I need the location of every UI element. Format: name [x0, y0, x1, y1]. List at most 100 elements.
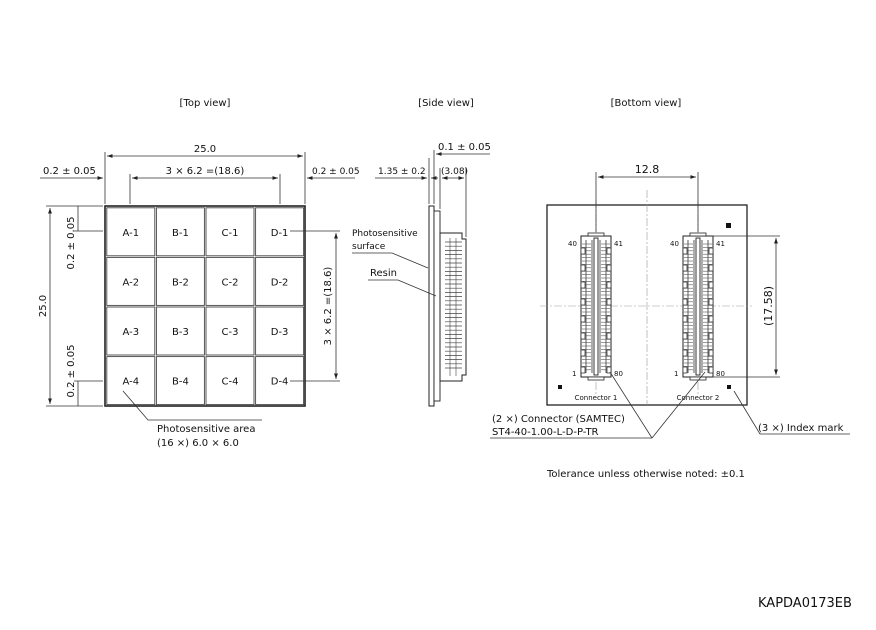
c2-pin-1: 1: [674, 370, 678, 378]
pitch-v-label: 3 × 6.2 =(18.6): [323, 267, 334, 346]
photosensitive-surface-label-1: Photosensitive: [352, 229, 418, 239]
index-mark-icon: [727, 385, 731, 389]
connector-latch: [580, 332, 586, 340]
bottom-height-label: (17.58): [762, 286, 775, 326]
pitch-h-label: 3 × 6.2 =(18.6): [166, 166, 245, 177]
connector-latch: [682, 366, 688, 374]
area-leader: [122, 390, 262, 421]
area-label-1: Photosensitive area: [157, 424, 255, 435]
height-total-label: 25.0: [38, 295, 49, 317]
side-connector: [439, 232, 467, 382]
connector-end-tab: [689, 232, 707, 237]
pixel-cell: [255, 207, 305, 257]
pixel-cell: [255, 256, 305, 306]
margin-left-label: 0.2 ± 0.05: [43, 166, 96, 177]
connector-latch: [606, 349, 612, 357]
index-mark-icon: [558, 385, 562, 389]
connector-latch: [682, 281, 688, 289]
pixel-cell: [205, 256, 255, 306]
pixel-cell: [155, 356, 205, 406]
connector-latch: [606, 298, 612, 306]
bottom-view: 40 41 1 80 40 41 1 80 Connector 1 Connec…: [490, 163, 850, 439]
connector-latch: [708, 315, 714, 323]
photosensitive-surface-label-2: surface: [352, 242, 386, 252]
area-label-2: (16 ×) 6.0 × 6.0: [157, 438, 239, 449]
pixel-cell: [155, 306, 205, 356]
margin-bottom-label: 0.2 ± 0.05: [66, 345, 77, 398]
pixel-label: C-2: [222, 277, 239, 288]
tolerance-note: Tolerance unless otherwise noted: ±0.1: [546, 469, 745, 480]
connector-latch: [708, 366, 714, 374]
pixel-label: D-3: [271, 327, 289, 338]
top-view-title: [Top view]: [180, 98, 231, 109]
pixel-label: A-2: [123, 277, 140, 288]
drawing-code: KAPDA0173EB: [758, 596, 852, 611]
connector-latch: [708, 281, 714, 289]
connector-latch: [708, 264, 714, 272]
c1-pin-1: 1: [572, 370, 576, 378]
side-window: [428, 205, 435, 407]
pixel-label: C-1: [222, 228, 239, 239]
index-mark-leader: [733, 390, 850, 435]
connector-latch: [682, 298, 688, 306]
connector-latch: [682, 349, 688, 357]
pixel-cell: [255, 306, 305, 356]
connector-1-label: Connector 1: [575, 394, 618, 402]
resin-leader: [368, 279, 437, 297]
top-view-outline: [104, 205, 306, 407]
pixel-label: A-4: [123, 377, 140, 388]
index-mark-icon: [726, 223, 731, 228]
pixel-label: A-3: [123, 327, 140, 338]
surface-leader: [352, 252, 429, 269]
connector-2-body: [682, 232, 714, 381]
connector-latch: [682, 315, 688, 323]
pixel-label: D-2: [271, 277, 289, 288]
pixel-cell: [205, 306, 255, 356]
pixel-cell: [106, 256, 156, 306]
c1-pin-80: 80: [614, 370, 623, 378]
pixel-label: D-1: [271, 228, 289, 239]
connector-1-body: [580, 232, 612, 381]
connector-latch: [708, 349, 714, 357]
connector-label-2: ST4-40-1.00-L-D-P-TR: [492, 427, 599, 438]
connector-latch: [606, 281, 612, 289]
width-total-label: 25.0: [194, 144, 216, 155]
connector-center-bar: [695, 237, 701, 376]
pixel-label: C-3: [222, 327, 239, 338]
connector-latch: [580, 281, 586, 289]
spacing-label: 12.8: [635, 163, 660, 176]
connector-2-label: Connector 2: [677, 394, 720, 402]
c1-pin-40: 40: [568, 240, 577, 248]
connector-latch: [580, 298, 586, 306]
margin-top-label: 0.2 ± 0.05: [66, 217, 77, 270]
connector-latch: [708, 332, 714, 340]
side-connector-teeth: [445, 238, 462, 376]
resin-label: Resin: [370, 268, 397, 279]
pixel-label: D-4: [271, 377, 289, 388]
connector-latch: [606, 315, 612, 323]
connector-leader-1: [609, 371, 653, 439]
pixel-label: B-1: [172, 228, 189, 239]
connector-end-tab: [689, 376, 707, 381]
connector-latch: [580, 247, 586, 255]
connector-latch: [708, 298, 714, 306]
index-mark-label: (3 ×) Index mark: [758, 423, 844, 434]
connector-latch: [580, 366, 586, 374]
pixel-label: B-2: [172, 277, 189, 288]
connector-end-tab: [587, 232, 605, 237]
pixel-label: B-4: [172, 377, 189, 388]
pixel-cell: [205, 207, 255, 257]
c2-pin-40: 40: [670, 240, 679, 248]
side-resin-block: [433, 210, 441, 402]
side-conn-dim-label: (3.08): [441, 167, 468, 177]
connector-latch: [606, 332, 612, 340]
pixel-cell: [155, 207, 205, 257]
side-view: 0.1 ± 0.05 1.35 ± 0.2 (3.08) Photosensit…: [352, 142, 491, 407]
pixel-cell: [106, 306, 156, 356]
pixel-label: A-1: [123, 228, 140, 239]
side-resin-dim-label: 1.35 ± 0.2: [378, 167, 426, 177]
connector-latch: [682, 247, 688, 255]
connector-end-tab: [587, 376, 605, 381]
